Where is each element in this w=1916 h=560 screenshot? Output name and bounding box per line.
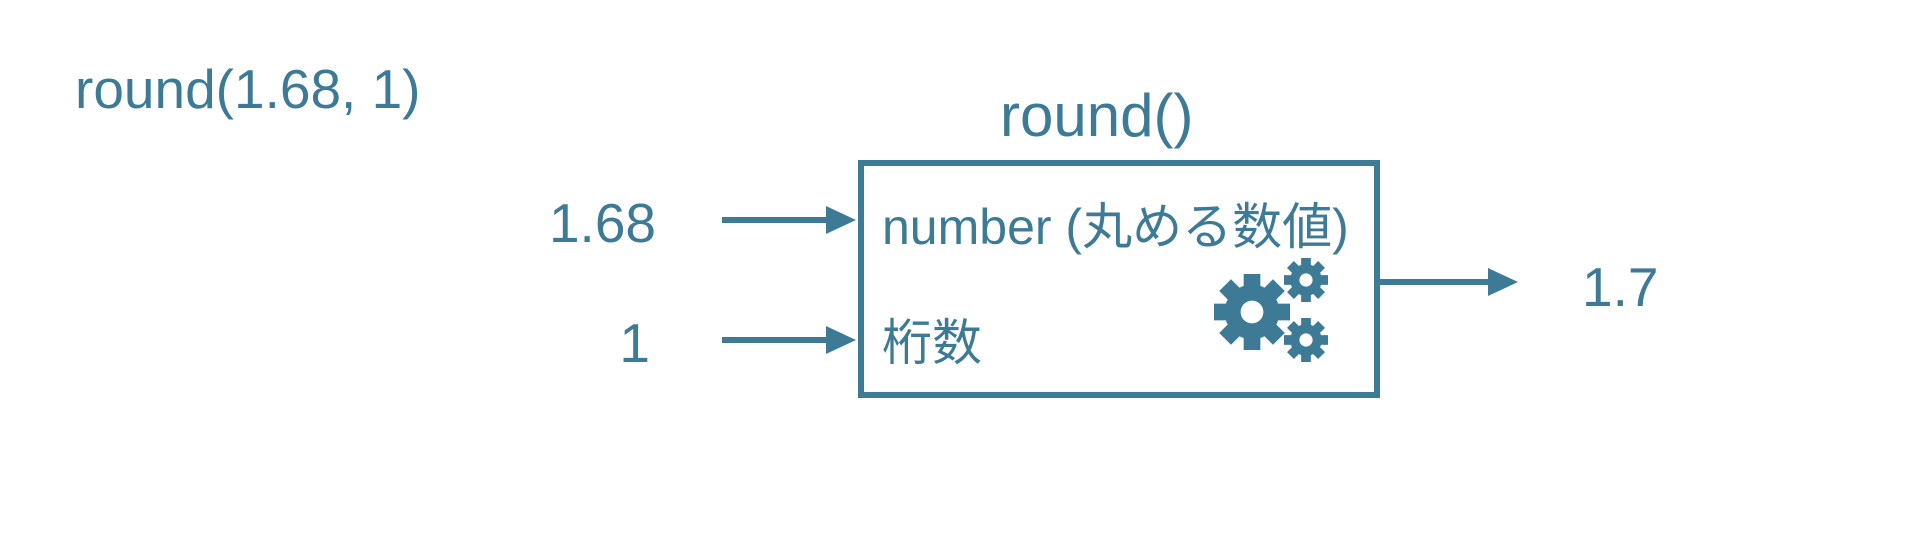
parameter-digits-label: 桁数 (882, 315, 982, 371)
parameter-number-label: number (丸める数値) (882, 199, 1349, 255)
output-value: 1.7 (1582, 256, 1659, 318)
input-value-digits: 1 (619, 312, 650, 374)
output-arrow (1380, 268, 1518, 296)
function-box (858, 160, 1380, 398)
input-arrow-2 (722, 326, 856, 354)
function-name-label: round() (1000, 82, 1194, 149)
gears-icon (1214, 258, 1328, 362)
expression-label: round(1.68, 1) (75, 58, 421, 120)
input-value-number: 1.68 (548, 192, 656, 254)
input-arrow-1 (722, 206, 856, 234)
